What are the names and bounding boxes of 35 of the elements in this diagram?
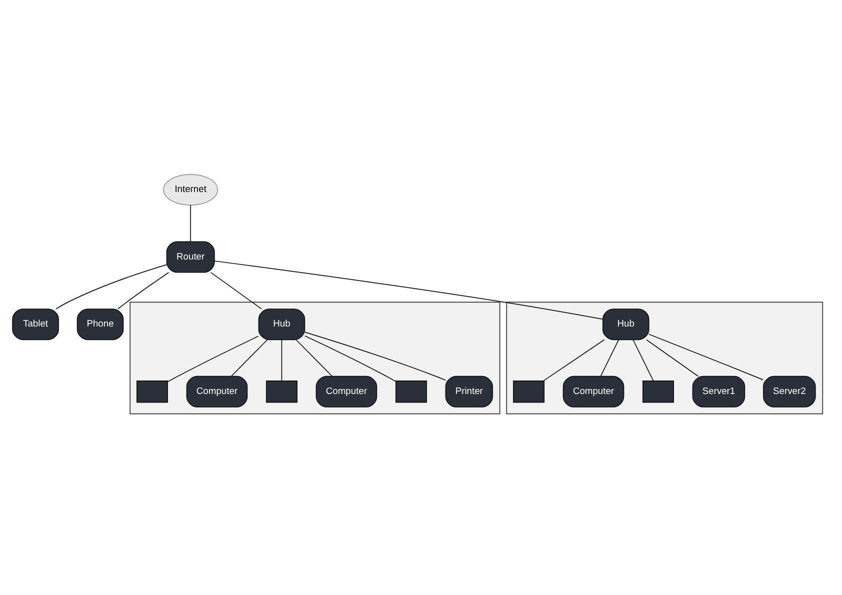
node-box: Computer [316,376,378,408]
node-ellipse: Internet [163,174,218,206]
node-box [136,380,168,403]
node-box: Computer [562,376,624,408]
connector [210,272,262,310]
cluster [130,302,500,414]
node-box: Server1 [692,376,746,408]
connector [230,339,268,377]
node-box [266,380,298,403]
connector [646,339,699,377]
node-box: Hub [258,308,306,340]
node-box [642,380,674,403]
node-box: Server2 [763,376,816,408]
node-box: Tablet [12,308,59,340]
connector [632,339,654,382]
node-box: Printer [445,376,493,408]
cluster [506,302,824,414]
node-box [395,380,427,403]
connector [214,260,604,320]
connector [304,332,446,381]
node-box [513,380,545,403]
node-box: Hub [602,308,650,340]
connector [304,335,396,382]
connector [56,264,168,310]
node-box: Computer [186,376,248,408]
connector [600,339,620,377]
connector [281,339,282,382]
connector [118,272,170,310]
connector [542,339,605,382]
connector [296,339,333,377]
node-box: Phone [76,308,124,340]
connector [190,204,191,242]
connector [648,334,764,380]
node-box: Router [166,241,215,273]
connector [167,336,259,382]
